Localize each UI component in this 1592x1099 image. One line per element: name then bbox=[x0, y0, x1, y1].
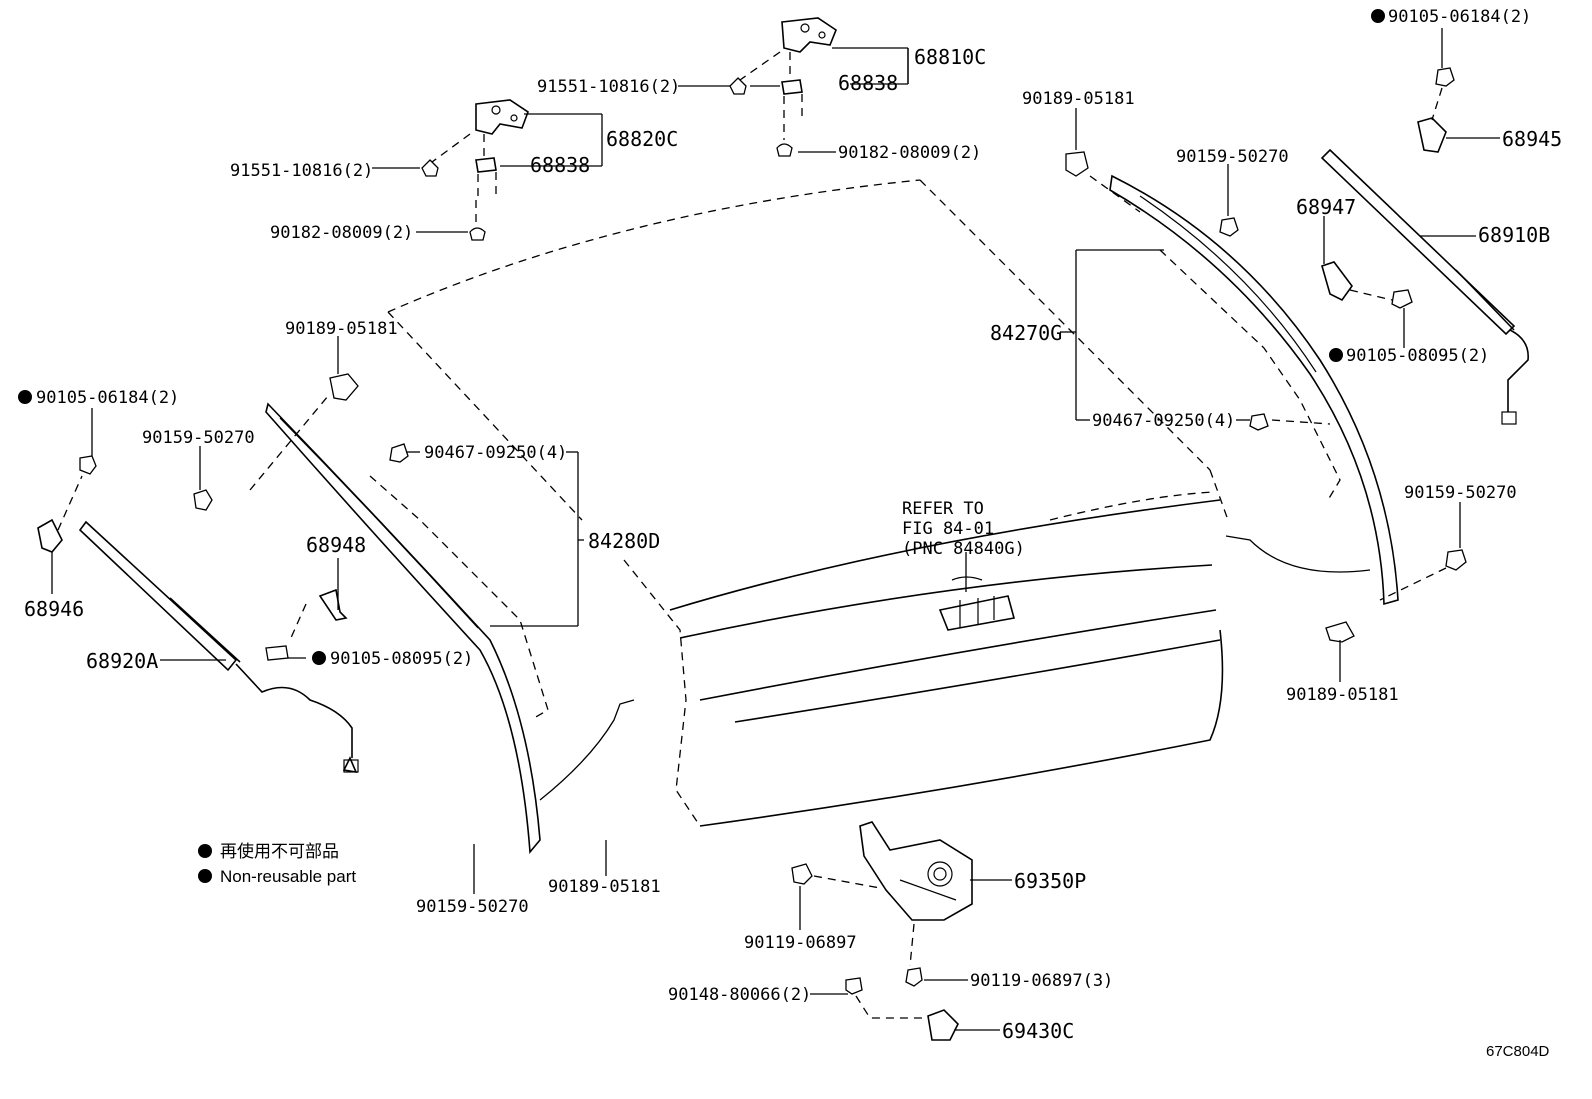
label-84270G: 84270G bbox=[990, 321, 1062, 345]
label-90159-50270-b: 90159-50270 bbox=[416, 897, 529, 917]
hinge-68820C bbox=[421, 99, 529, 241]
label-90159-50270-tr: 90159-50270 bbox=[1176, 147, 1289, 167]
diagram-id: 67C804D bbox=[1486, 1043, 1550, 1060]
label-69430C: 69430C bbox=[1002, 1019, 1074, 1043]
bullet-icon bbox=[312, 651, 326, 665]
bullet-icon bbox=[198, 869, 212, 883]
legend: 再使用不可部品 Non-reusable part bbox=[220, 841, 356, 886]
bullet-icon bbox=[1329, 348, 1343, 362]
part-labels: 90105-06184(2) 68810C 91551-10816(2) 688… bbox=[24, 7, 1562, 1043]
stay-68920A bbox=[78, 520, 359, 774]
label-91551-10816-a: 91551-10816(2) bbox=[537, 77, 680, 97]
label-90467-09250-l: 90467-09250(4) bbox=[424, 443, 567, 463]
label-91551-10816-b: 91551-10816(2) bbox=[230, 161, 373, 181]
label-90189-05181-tr: 90189-05181 bbox=[1022, 89, 1135, 109]
label-90105-08095-l: 90105-08095(2) bbox=[330, 649, 473, 669]
bracket-68946 bbox=[37, 455, 97, 553]
label-90189-05181-br: 90189-05181 bbox=[1286, 685, 1399, 705]
back-door-panel bbox=[387, 179, 1229, 827]
label-68838-b: 68838 bbox=[530, 153, 590, 177]
striker-69430C bbox=[845, 977, 959, 1041]
hinge-68810C bbox=[729, 17, 837, 157]
label-69350P: 69350P bbox=[1014, 869, 1086, 893]
label-68920A: 68920A bbox=[86, 649, 158, 673]
refer-line-2: FIG 84-01 bbox=[902, 519, 994, 539]
label-90105-06184-l: 90105-06184(2) bbox=[36, 388, 179, 408]
label-84280D: 84280D bbox=[588, 529, 660, 553]
label-90105-08095-r: 90105-08095(2) bbox=[1346, 346, 1489, 366]
weatherstrip-84280D bbox=[193, 373, 635, 855]
refer-line-3: (PNC 84840G) bbox=[902, 539, 1025, 559]
label-68947: 68947 bbox=[1296, 195, 1356, 219]
legend-non-reusable: Non-reusable part bbox=[220, 867, 356, 886]
label-90119-06897: 90119-06897 bbox=[744, 933, 857, 953]
label-68946: 68946 bbox=[24, 597, 84, 621]
non-reusable-markers bbox=[18, 9, 1385, 883]
bullet-icon bbox=[1371, 9, 1385, 23]
weatherstrip-84270G bbox=[1065, 151, 1467, 643]
refer-line-1: REFER TO bbox=[902, 499, 984, 519]
label-90148-80066: 90148-80066(2) bbox=[668, 985, 811, 1005]
legend-japanese: 再使用不可部品 bbox=[220, 841, 339, 861]
label-68948: 68948 bbox=[306, 533, 366, 557]
label-68810C: 68810C bbox=[914, 45, 986, 69]
label-90189-05181-l: 90189-05181 bbox=[285, 319, 398, 339]
label-90119-06897-3: 90119-06897(3) bbox=[970, 971, 1113, 991]
label-90189-05181-b: 90189-05181 bbox=[548, 877, 661, 897]
label-68945: 68945 bbox=[1502, 127, 1562, 151]
label-90467-09250-r: 90467-09250(4) bbox=[1092, 411, 1235, 431]
leader-lines bbox=[51, 28, 1500, 1031]
bracket-68947 bbox=[1321, 261, 1413, 309]
label-68910B: 68910B bbox=[1478, 223, 1550, 247]
switch-ref bbox=[938, 552, 1016, 631]
lock-69350P bbox=[791, 821, 973, 987]
label-90182-08009-a: 90182-08009(2) bbox=[838, 143, 981, 163]
label-68820C: 68820C bbox=[606, 127, 678, 151]
label-90159-50270-r: 90159-50270 bbox=[1404, 483, 1517, 503]
stay-68910B bbox=[1320, 148, 1529, 425]
label-68838-a: 68838 bbox=[838, 71, 898, 95]
label-90105-06184-tr: 90105-06184(2) bbox=[1388, 7, 1531, 27]
bullet-icon bbox=[198, 844, 212, 858]
label-90159-50270-l: 90159-50270 bbox=[142, 428, 255, 448]
bullet-icon bbox=[18, 390, 32, 404]
bracket-68945 bbox=[1417, 67, 1455, 153]
label-90182-08009-b: 90182-08009(2) bbox=[270, 223, 413, 243]
